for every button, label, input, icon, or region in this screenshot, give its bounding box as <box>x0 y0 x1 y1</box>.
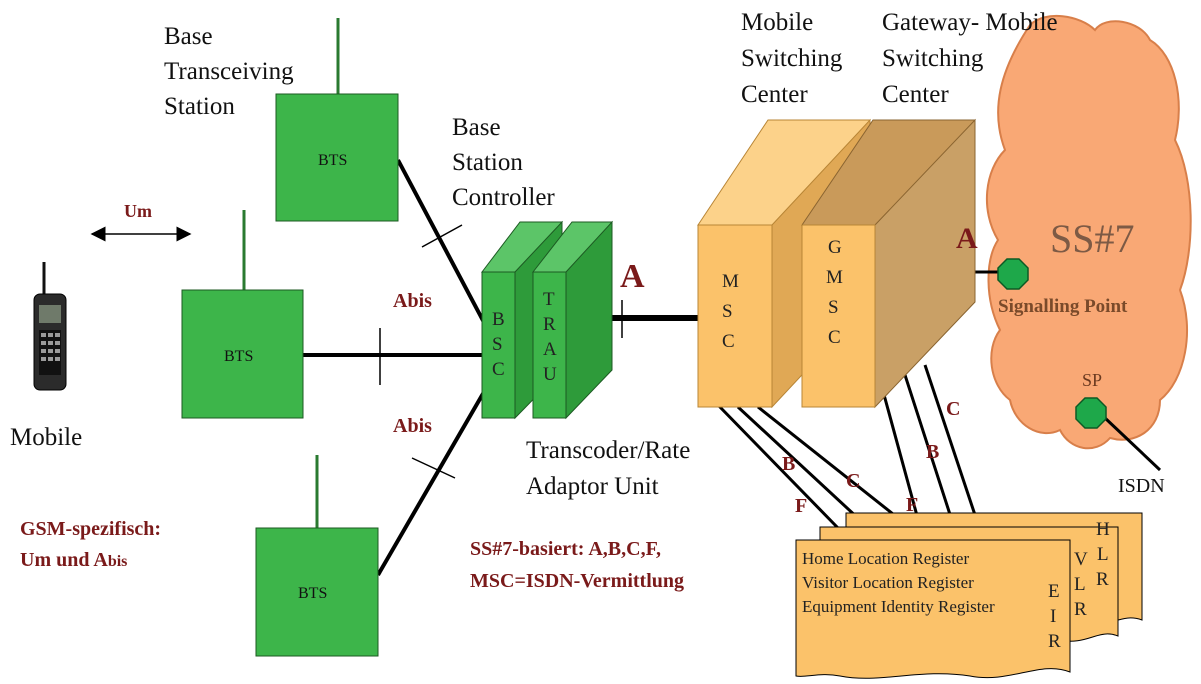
bts-top <box>275 93 399 222</box>
tick-abis-top <box>421 224 463 248</box>
vlr-letter-2: L <box>1074 574 1086 595</box>
tick-abis-bottom <box>411 457 456 479</box>
bsc-letter-3: C <box>492 359 505 380</box>
register-line-vlr: Visitor Location Register <box>802 573 974 592</box>
b-interface-label-msc: B <box>782 453 795 475</box>
gmsc-letter-2: M <box>826 267 843 288</box>
eir-letter-1: E <box>1048 581 1060 602</box>
trau-block <box>531 220 614 420</box>
gmsc-block <box>801 118 976 409</box>
a-interface-label-trau: A <box>620 258 645 295</box>
gmsc-title-line-3: Center <box>882 81 949 108</box>
eir-letter-2: I <box>1050 606 1056 627</box>
isdn-label: ISDN <box>1118 475 1165 497</box>
ss7-note-line-1: SS#7-basiert: A,B,C,F, <box>470 538 661 560</box>
link-gmsc-b <box>903 374 957 531</box>
link-bts-top-bsc <box>396 159 490 331</box>
bsc-title-line-3: Controller <box>452 184 555 211</box>
c-interface-label-gmsc: C <box>946 398 960 420</box>
gsm-note-line-2-sub: bis <box>108 553 128 570</box>
register-stack <box>795 512 1143 679</box>
trau-letter-2: R <box>543 314 556 335</box>
link-msc-c <box>757 405 894 516</box>
hlr-letter-1: H <box>1096 519 1110 540</box>
ss7-cloud <box>985 14 1192 450</box>
eir-letter-3: R <box>1048 631 1061 652</box>
gmsc-letter-1: G <box>828 237 842 258</box>
signalling-point-octagon <box>997 258 1029 290</box>
register-line-eir: Equipment Identity Register <box>802 597 995 616</box>
trau-letter-3: A <box>543 339 557 360</box>
gmsc-title-line-2: Switching <box>882 45 984 72</box>
msc-letter-3: C <box>722 331 735 352</box>
link-msc-f <box>716 403 840 530</box>
gsm-note-line-2-main: Um und A <box>20 549 108 571</box>
abis-label-top: Abis <box>393 290 432 312</box>
signalling-point-label: Signalling Point <box>998 296 1128 317</box>
link-gmsc-c <box>923 364 977 516</box>
um-interface-label: Um <box>124 201 152 221</box>
bts-bottom-label: BTS <box>298 585 327 602</box>
mobile-label: Mobile <box>10 424 82 451</box>
bsc-title-line-1: Base <box>452 114 501 141</box>
msc-letter-2: S <box>722 301 733 322</box>
hlr-letter-2: L <box>1097 544 1109 565</box>
ss7-label: SS#7 <box>1050 216 1135 261</box>
b-interface-label-gmsc: B <box>926 441 939 463</box>
bsc-title-line-2: Station <box>452 149 523 176</box>
f-interface-label-gmsc: F <box>906 494 918 516</box>
sp-octagon <box>1075 397 1107 429</box>
transcoder-line-1: Transcoder/Rate <box>526 437 690 464</box>
transcoder-line-2: Adaptor Unit <box>526 473 659 500</box>
register-line-hlr: Home Location Register <box>802 549 969 568</box>
hlr-letter-3: R <box>1096 569 1109 590</box>
gsm-note-line-1: GSM-spezifisch: <box>20 518 161 540</box>
vlr-letter-1: V <box>1074 549 1088 570</box>
bts-title-line-3: Station <box>164 93 235 120</box>
msc-letter-1: M <box>722 271 739 292</box>
trau-letter-4: U <box>543 364 557 385</box>
bts-bottom <box>255 527 379 657</box>
mobile-phone-icon <box>33 262 67 391</box>
vlr-letter-3: R <box>1074 599 1087 620</box>
gmsc-title-line-1: Gateway- Mobile <box>882 9 1058 36</box>
bsc-letter-1: B <box>492 309 505 330</box>
trau-letter-1: T <box>543 289 555 310</box>
f-interface-label-msc: F <box>795 495 807 517</box>
link-msc-b <box>736 405 862 522</box>
bts-title-line-2: Transceiving <box>164 58 294 85</box>
msc-title-line-2: Switching <box>741 45 843 72</box>
bts-top-label: BTS <box>318 152 347 169</box>
link-sp-isdn <box>1103 416 1162 472</box>
abis-label-bottom: Abis <box>393 415 432 437</box>
gsm-note-line-2: Um und Abis <box>20 549 127 571</box>
sp-label: SP <box>1082 370 1102 390</box>
bsc-letter-2: S <box>492 334 503 355</box>
c-interface-label-msc: C <box>846 470 860 492</box>
ss7-note-line-2: MSC=ISDN-Vermittlung <box>470 570 684 592</box>
gmsc-letter-4: C <box>828 327 841 348</box>
msc-title-line-1: Mobile <box>741 9 813 36</box>
msc-title-line-3: Center <box>741 81 808 108</box>
bts-mid-label: BTS <box>224 348 253 365</box>
gmsc-letter-3: S <box>828 297 839 318</box>
bts-mid <box>181 289 304 419</box>
link-bts-bottom-bsc <box>376 383 490 577</box>
a-interface-label-gmsc: A <box>956 222 978 255</box>
bts-title-line-1: Base <box>164 23 213 50</box>
